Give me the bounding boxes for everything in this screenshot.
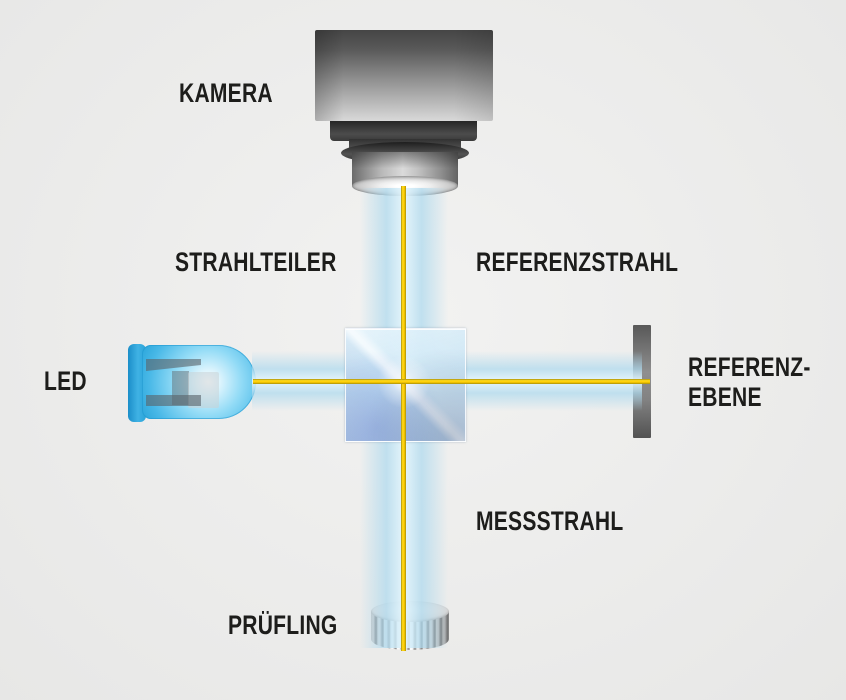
camera-neck — [330, 121, 477, 141]
camera-body — [315, 30, 493, 121]
label-reference-plane: REFERENZ- EBENE — [688, 352, 811, 412]
label-measuring-beam: MESSSTRAHL — [476, 506, 624, 536]
label-reference-plane-line1: REFERENZ- — [688, 352, 811, 382]
label-led: LED — [44, 366, 87, 396]
label-beam-splitter: STRAHLTEILER — [175, 247, 337, 277]
label-reference-beam: REFERENZSTRAHL — [476, 247, 679, 277]
label-test-object: PRÜFLING — [228, 610, 338, 640]
led-flange — [128, 344, 146, 422]
label-camera: KAMERA — [179, 78, 273, 108]
horizontal-beam-line — [253, 379, 650, 384]
vertical-beam-line — [401, 186, 406, 651]
label-reference-plane-line2: EBENE — [688, 382, 762, 412]
led-cathode-post — [146, 395, 201, 406]
